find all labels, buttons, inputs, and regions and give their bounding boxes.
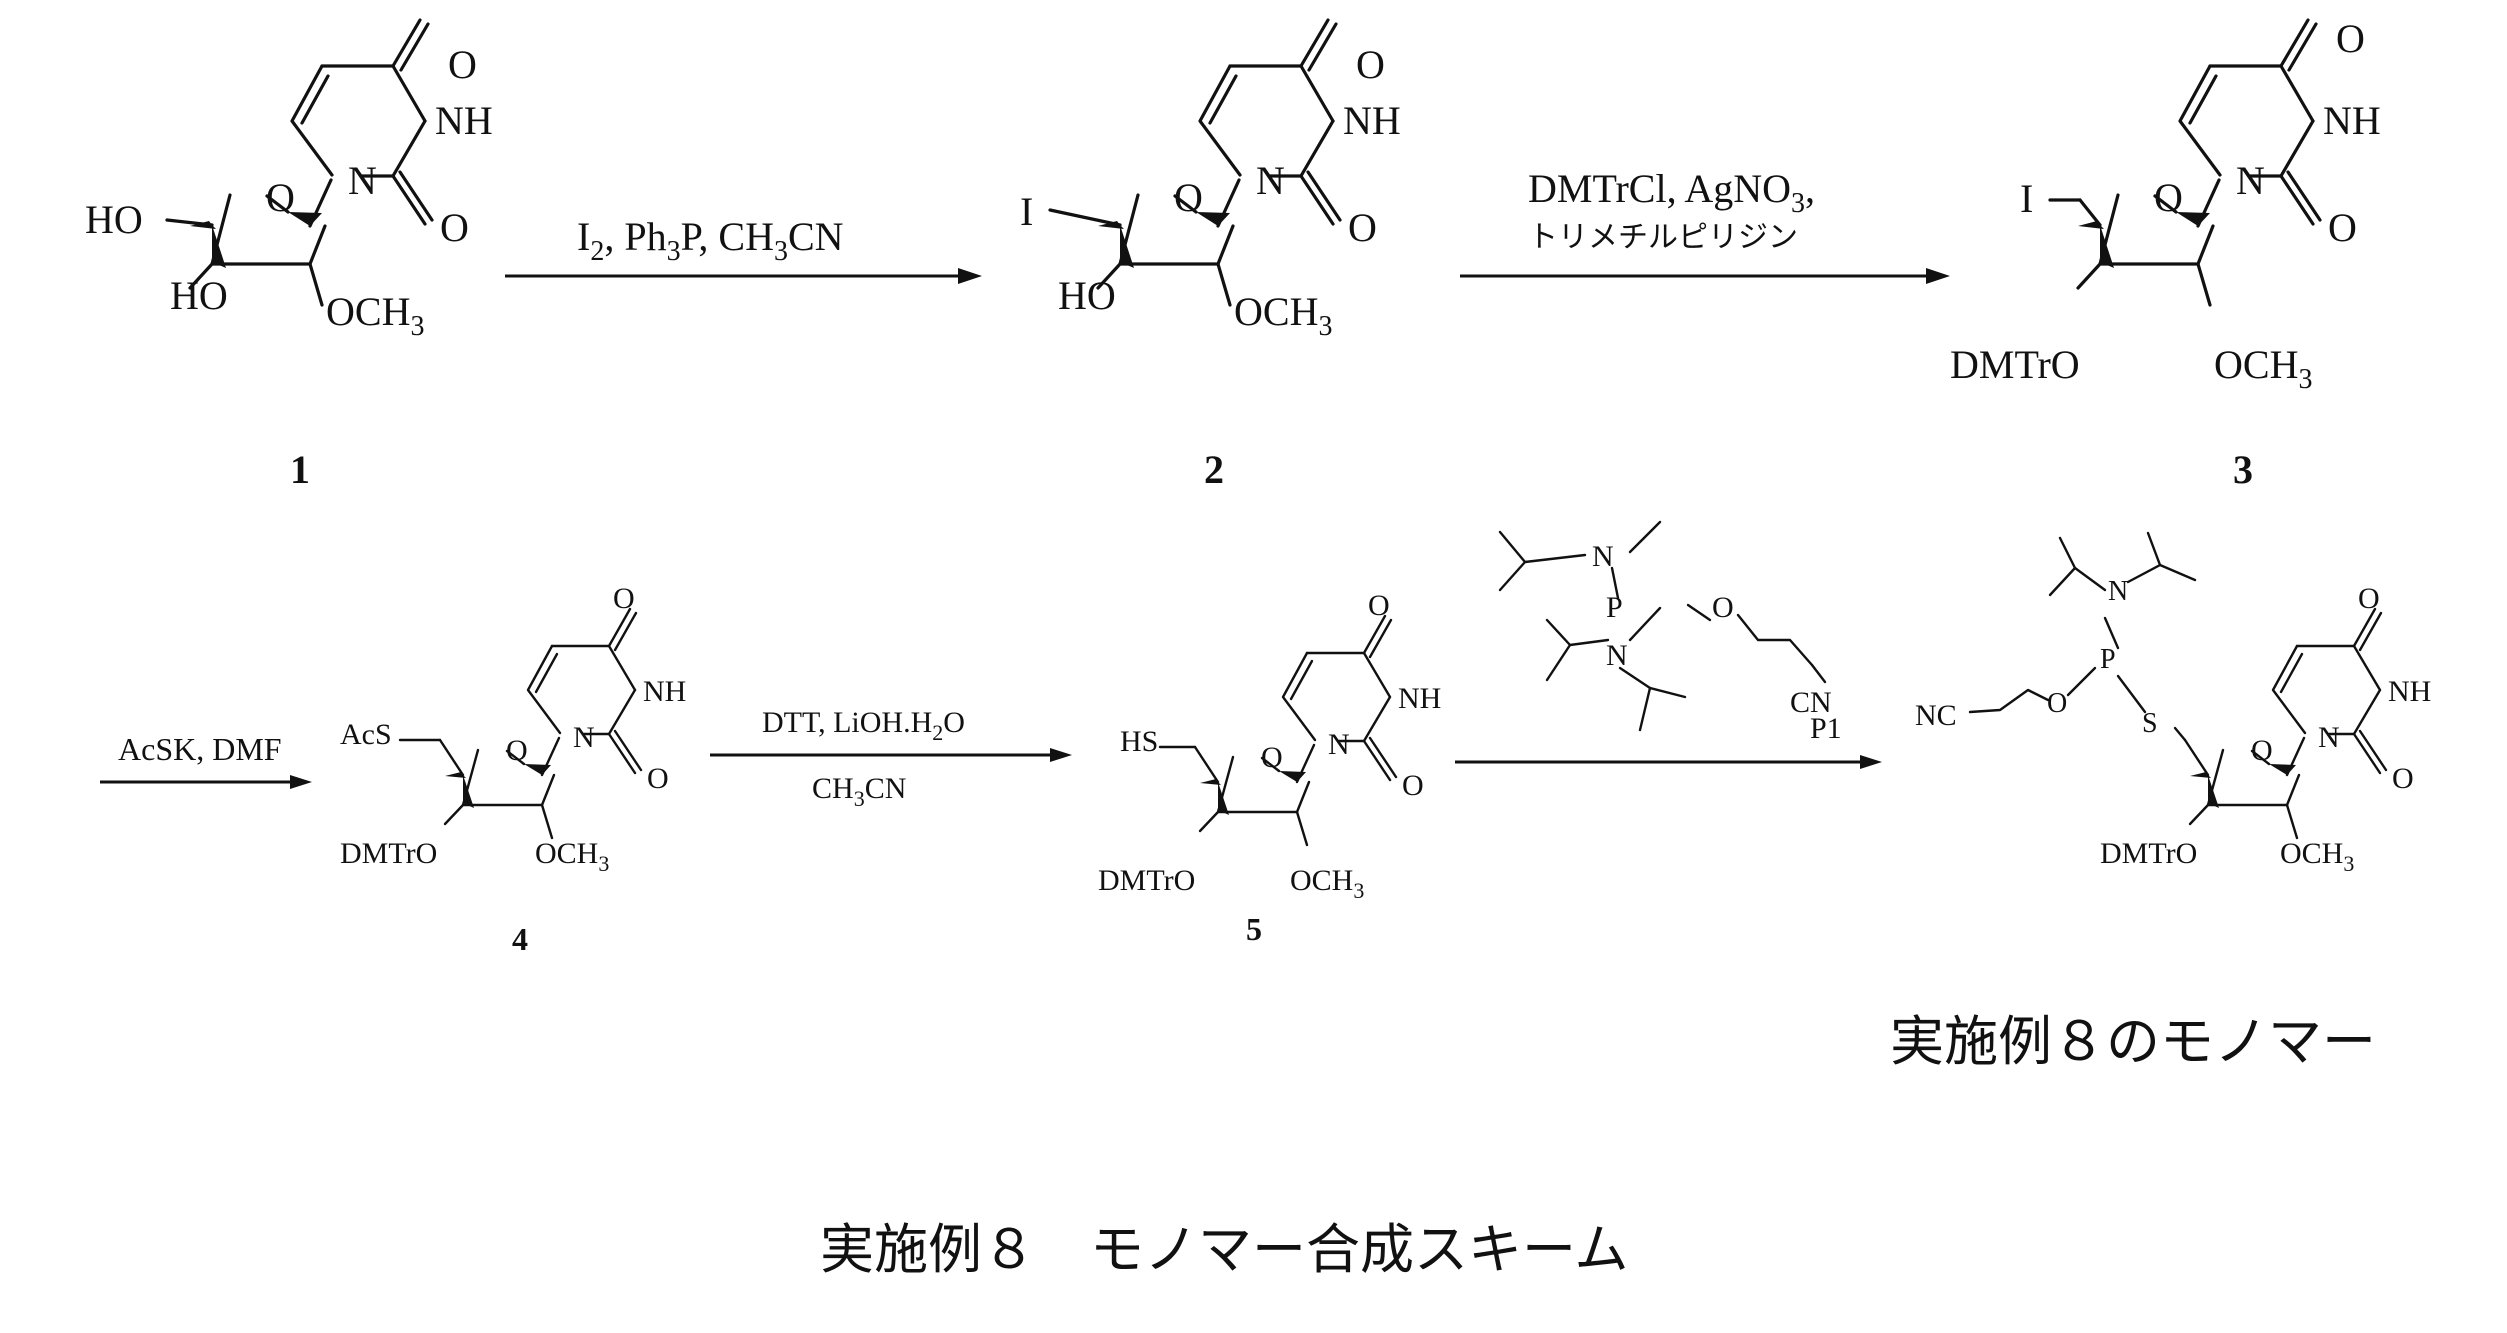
compound-1-c2-subscript: 3 xyxy=(410,311,424,342)
compound-3: O NH O N O I DMTrO OCH3 3 xyxy=(1950,16,2381,492)
compound-5-c2-subscript: 3 xyxy=(1353,878,1364,903)
compound-4-c5-group: AcS xyxy=(340,718,392,751)
compound-5-atom-nh: NH xyxy=(1398,682,1441,715)
compound-1-ring-o: O xyxy=(266,175,295,220)
compound-1-c2-group: OCH xyxy=(326,289,410,334)
compound-1-c5-group: HO xyxy=(85,197,143,242)
compound-3-atom-n1: N xyxy=(2236,158,2265,203)
svg-text:OCH3: OCH3 xyxy=(326,289,424,342)
arrow-5-reagent-name: P1 xyxy=(1810,712,1842,745)
compound-1-atom-n1: N xyxy=(348,158,377,203)
compound-1-c3-group: HO xyxy=(170,273,228,318)
p1-atom-o: O xyxy=(1712,591,1734,624)
arrow-4-solvent: CH3CN xyxy=(812,772,906,811)
arrow-1-reagents: I2, Ph3P, CH3CN xyxy=(577,214,844,267)
product-monomer: O NH O N O DMTrO OCH3 S P O N NC xyxy=(1915,533,2431,876)
compound-2-atom-o2: O xyxy=(1348,205,1377,250)
compound-3-c3-group: DMTrO xyxy=(1950,342,2080,387)
product-atom-n1: N xyxy=(2318,721,2340,754)
compound-1-atom-o2: O xyxy=(440,205,469,250)
product-atom-n: N xyxy=(2108,576,2128,607)
compound-5-atom-o4: O xyxy=(1368,589,1390,622)
reaction-arrow-5: P1 xyxy=(1455,712,1882,769)
scheme-title: 実施例８ モノマー合成スキーム xyxy=(820,1218,1628,1281)
compound-2-atom-n1: N xyxy=(1256,158,1285,203)
reaction-arrow-3: AcSK, DMF xyxy=(100,731,312,789)
compound-4-atom-n1: N xyxy=(573,721,595,754)
compound-2-atom-nh: NH xyxy=(1343,98,1401,143)
compound-4-atom-nh: NH xyxy=(643,675,686,708)
product-atom-o4: O xyxy=(2358,582,2380,615)
compound-2-atom-o4: O xyxy=(1356,42,1385,87)
arrow-3-reagents: AcSK, DMF xyxy=(118,731,282,767)
compound-4-c3-group: DMTrO xyxy=(340,837,437,870)
compound-3-atom-nh: NH xyxy=(2323,98,2381,143)
compound-2: O NH O N O I HO OCH3 2 xyxy=(1020,20,1401,492)
p1-atom-n-top: N xyxy=(1592,540,1614,573)
svg-text:OCH3: OCH3 xyxy=(535,837,609,876)
reagent-p1-structure: N P O N CN xyxy=(1500,522,1832,730)
compound-2-c3-group: HO xyxy=(1058,273,1116,318)
arrow-2-solvent: トリメチルピリジン xyxy=(1528,220,1798,255)
reaction-arrow-4: DTT, LiOH.H2O CH3CN xyxy=(710,706,1072,811)
compound-5-ring-o: O xyxy=(1261,741,1283,774)
compound-2-number: 2 xyxy=(1204,447,1224,492)
compound-2-c2-group: OCH xyxy=(1234,289,1318,334)
compound-5-c5-group: HS xyxy=(1120,725,1158,758)
svg-text:OCH3: OCH3 xyxy=(2214,342,2312,395)
reaction-arrow-2: DMTrCl, AgNO3, トリメチルピリジン xyxy=(1460,166,1950,284)
compound-1-atom-nh: NH xyxy=(435,98,493,143)
compound-5-atom-n1: N xyxy=(1328,728,1350,761)
svg-text:OCH3: OCH3 xyxy=(1290,864,1364,903)
compound-4-number: 4 xyxy=(512,921,528,957)
p1-atom-p: P xyxy=(1606,591,1623,624)
compound-2-ring-o: O xyxy=(1174,175,1203,220)
product-c2-subscript: 3 xyxy=(2343,851,2354,876)
compound-4-ring-o: O xyxy=(506,734,528,767)
compound-3-number: 3 xyxy=(2233,447,2253,492)
svg-text:OCH3: OCH3 xyxy=(1234,289,1332,342)
compound-3-atom-o2: O xyxy=(2328,205,2357,250)
reaction-arrow-1: I2, Ph3P, CH3CN xyxy=(505,214,982,284)
product-ring-o: O xyxy=(2251,734,2273,767)
product-c2-group: OCH xyxy=(2280,837,2343,870)
product-c3-group: DMTrO xyxy=(2100,837,2197,870)
product-atom-s: S xyxy=(2142,708,2158,739)
compound-2-c5-group: I xyxy=(1020,189,1033,234)
compound-3-c2-subscript: 3 xyxy=(2298,364,2312,395)
compound-3-c5-group: I xyxy=(2020,176,2033,221)
compound-1: O NH O N O HO HO OCH3 1 xyxy=(85,20,493,492)
compound-5-number: 5 xyxy=(1246,911,1262,947)
compound-5: O NH O N O HS DMTrO OCH3 5 xyxy=(1098,589,1441,947)
compound-5-atom-o2: O xyxy=(1402,769,1424,802)
compound-3-atom-o4: O xyxy=(2336,16,2365,61)
compound-4-atom-o2: O xyxy=(647,762,669,795)
product-nitrile-group: NC xyxy=(1915,699,1957,732)
compound-1-number: 1 xyxy=(290,447,310,492)
p1-atom-n-bottom: N xyxy=(1606,639,1628,672)
compound-3-ring-o: O xyxy=(2154,175,2183,220)
product-atom-o2: O xyxy=(2392,762,2414,795)
arrow-4-reagents: DTT, LiOH.H2O xyxy=(762,706,965,745)
product-atom-p: P xyxy=(2100,644,2116,675)
compound-3-c2-group: OCH xyxy=(2214,342,2298,387)
compound-2-c2-subscript: 3 xyxy=(1318,311,1332,342)
compound-4-c2-subscript: 3 xyxy=(598,851,609,876)
product-atom-o: O xyxy=(2047,688,2067,719)
compound-4-atom-o4: O xyxy=(613,582,635,615)
arrow-2-reagents: DMTrCl, AgNO3, xyxy=(1528,166,1815,219)
compound-4-c2-group: OCH xyxy=(535,837,598,870)
compound-1-atom-o4: O xyxy=(448,42,477,87)
compound-5-c2-group: OCH xyxy=(1290,864,1353,897)
svg-text:OCH3: OCH3 xyxy=(2280,837,2354,876)
product-caption: 実施例８のモノマー xyxy=(1890,1010,2376,1073)
compound-4: O NH O N O AcS DMTrO OCH3 4 xyxy=(340,582,686,957)
compound-5-c3-group: DMTrO xyxy=(1098,864,1195,897)
product-atom-nh: NH xyxy=(2388,675,2431,708)
